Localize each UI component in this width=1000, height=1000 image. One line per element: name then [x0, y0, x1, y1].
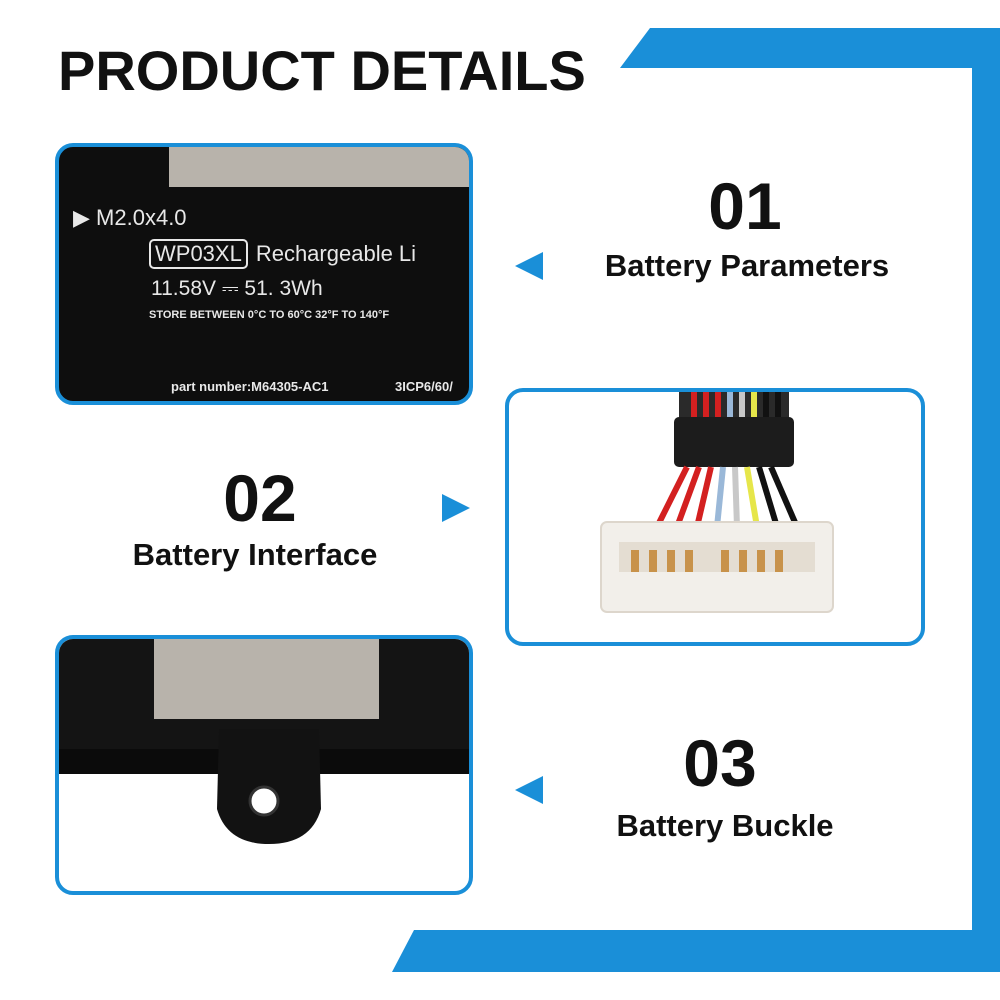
storage-text: STORE BETWEEN 0°C TO 60°C 32°F TO 140°F [149, 309, 390, 321]
screw-size-line: ▶ M2.0x4.0 [73, 205, 187, 231]
spec-text: 11.58V ⎓ 51. 3Wh [151, 277, 323, 300]
model-badge: WP03XL [149, 239, 248, 269]
connector-illustration [600, 392, 834, 613]
section-caption-interface: Battery Interface [132, 537, 378, 572]
arrow-right-icon [442, 494, 470, 522]
cell-code-text: 3ICP6/60/ [395, 379, 453, 394]
page-title: PRODUCT DETAILS [58, 39, 586, 102]
section-caption-buckle: Battery Buckle [616, 808, 834, 843]
label-sticker [169, 147, 469, 187]
model-line: WP03XL Rechargeable Li [149, 239, 416, 269]
buckle-illustration [59, 639, 469, 844]
battery-type-text: Rechargeable Li [255, 241, 417, 266]
arrow-left-icon-2 [515, 776, 543, 804]
section-number-02: 02 [223, 461, 297, 535]
frame-top-bar [620, 28, 1000, 68]
section-caption-parameters: Battery Parameters [604, 248, 890, 283]
battery-label-photo: ▶ M2.0x4.0 WP03XL Rechargeable Li 11.58V … [55, 143, 473, 405]
triangle-icon: ▶ [73, 205, 90, 230]
battery-connector-photo [505, 388, 925, 646]
section-number-03: 03 [683, 726, 757, 800]
battery-buckle-photo [55, 635, 473, 895]
frame-bottom-bar [392, 930, 1000, 972]
section-number-01: 01 [708, 169, 782, 243]
arrow-left-icon [515, 252, 543, 280]
frame-right-bar [972, 28, 1000, 972]
part-number-text: part number:M64305-AC1 [171, 379, 329, 394]
screw-size-text: M2.0x4.0 [96, 205, 187, 230]
